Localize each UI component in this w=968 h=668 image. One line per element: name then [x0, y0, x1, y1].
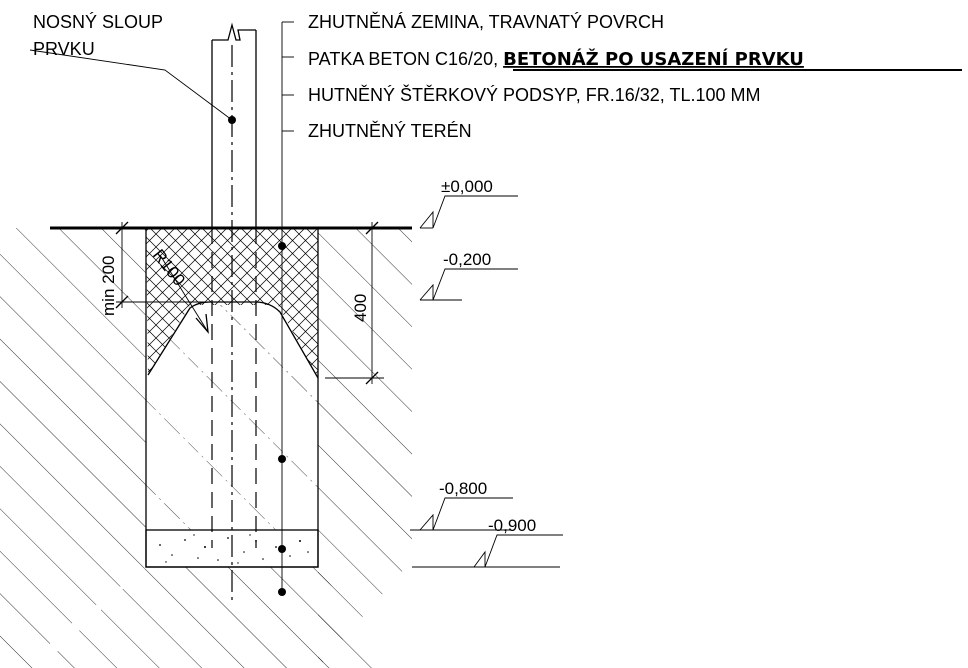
layer2-label: PATKA BETON C16/20, BETONÁŽ PO USAZENÍ P…	[308, 48, 804, 70]
layer2-prefix: PATKA BETON C16/20,	[308, 49, 503, 69]
dimension-depth: 400	[325, 221, 412, 385]
soil-hatching-bottom	[40, 567, 390, 668]
level-footing-text: -0,800	[439, 479, 487, 498]
layer3-label: HUTNĚNÝ ŠTĚRKOVÝ PODSYP, FR.16/32, TL.10…	[308, 84, 760, 105]
concrete-footing	[146, 305, 318, 530]
layer2-emphasis: BETONÁŽ PO USAZENÍ PRVKU	[503, 48, 804, 70]
layer1-label: ZHUTNĚNÁ ZEMINA, TRAVNATÝ POVRCH	[308, 12, 664, 32]
level-topsoil-text: -0,200	[443, 250, 491, 269]
level-marker-ground: ±0,000	[419, 177, 518, 229]
layer-leaders	[278, 21, 294, 596]
level-gravel-text: -0,900	[488, 516, 536, 535]
dimension-min-cover-text: min 200	[99, 256, 118, 316]
post-leader	[29, 49, 236, 124]
level-marker-footing-bottom: -0,800	[410, 479, 513, 531]
level-marker-topsoil: -0,200	[419, 250, 518, 301]
layer4-label: ZHUTNĚNÝ TERÉN	[308, 121, 472, 141]
dimension-min-cover: min 200	[99, 221, 205, 316]
post-label-line2: PRVKU	[33, 39, 95, 59]
dimension-depth-text: 400	[351, 294, 370, 322]
post-label-line1: NOSNÝ SLOUP	[33, 12, 163, 32]
level-marker-gravel-bottom: -0,900	[412, 516, 563, 568]
level-ground-text: ±0,000	[441, 177, 493, 196]
post	[211, 22, 257, 548]
